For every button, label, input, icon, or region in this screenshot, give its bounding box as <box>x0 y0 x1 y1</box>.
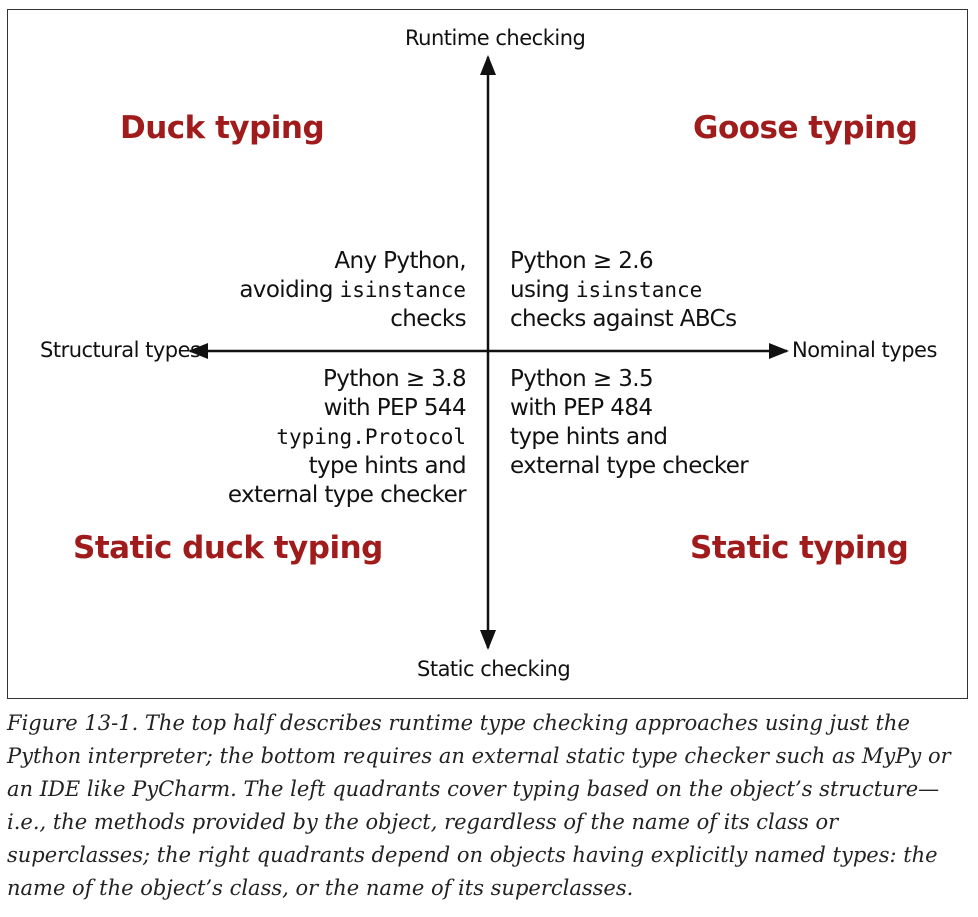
text-top-left: Any Python, avoiding isinstance checks <box>239 248 466 332</box>
axis-label-left: Structural types <box>40 338 201 362</box>
figure-caption: Figure 13-1. The top half describes runt… <box>7 711 951 900</box>
text-bottom-right: Python ≥ 3.5 with PEP 484 type hints and… <box>510 366 749 479</box>
title-goose-typing: Goose typing <box>693 110 918 146</box>
axis-label-right: Nominal types <box>792 338 937 362</box>
axis-label-top: Runtime checking <box>405 26 586 50</box>
text-bottom-left: Python ≥ 3.8 with PEP 544 typing.Protoco… <box>227 366 467 508</box>
axis-label-bottom: Static checking <box>417 657 571 681</box>
title-duck-typing: Duck typing <box>120 110 325 146</box>
title-static-typing: Static typing <box>690 530 909 566</box>
title-static-duck-typing: Static duck typing <box>73 530 383 566</box>
text-top-right: Python ≥ 2.6 using isinstance checks aga… <box>510 248 737 332</box>
diagram-frame <box>7 9 968 699</box>
